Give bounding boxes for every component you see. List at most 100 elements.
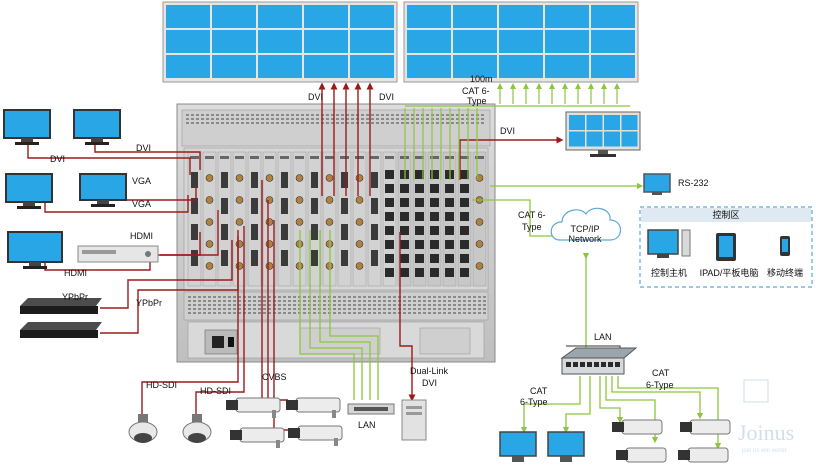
vent-hole (366, 122, 369, 124)
vent-hole (241, 114, 244, 116)
vent-hole (216, 122, 219, 124)
ip-camera-2 (625, 447, 667, 463)
rj45-port (430, 240, 439, 249)
rj45-port (430, 212, 439, 221)
ypbpr-device-1 (20, 298, 102, 314)
bnc-port (475, 174, 484, 182)
camera-mount (334, 438, 338, 446)
vent-hole (228, 304, 231, 306)
vent-hole (436, 114, 439, 116)
vent-hole (361, 122, 364, 124)
switch-port (587, 362, 592, 367)
label-dvi-top-left: DVI (308, 92, 323, 102)
rj45-port (415, 268, 424, 277)
vent-hole (203, 296, 206, 298)
wall-tile (499, 5, 543, 28)
vent-hole (248, 308, 251, 310)
vent-hole (213, 308, 216, 310)
bnc-port (475, 262, 484, 270)
vent-hole (208, 300, 211, 302)
vent-hole (301, 114, 304, 116)
vent-hole (201, 122, 204, 124)
dvi-port (341, 198, 348, 214)
dvi-port (311, 250, 318, 266)
bnc-port (235, 174, 244, 182)
vent-hole (443, 304, 446, 306)
vent-hole (483, 312, 486, 314)
vent-hole (433, 304, 436, 306)
vent-hole (453, 304, 456, 306)
vent-hole (238, 296, 241, 298)
vent-hole (403, 312, 406, 314)
vent-hole (221, 122, 224, 124)
vent-hole (251, 114, 254, 116)
rj45-port (430, 198, 439, 207)
vent-hole (446, 118, 449, 120)
vent-hole (216, 114, 219, 116)
vent-hole (313, 300, 316, 302)
label-lan-bottom: LAN (358, 420, 376, 430)
vent-hole (416, 122, 419, 124)
card-label (385, 156, 394, 159)
bnc-port (205, 196, 214, 204)
vent-hole (238, 308, 241, 310)
switch-port (608, 362, 613, 367)
vent-hole (371, 114, 374, 116)
dvi-port (251, 172, 258, 188)
vent-hole (468, 296, 471, 298)
vent-hole (271, 118, 274, 120)
vent-hole (378, 296, 381, 298)
bnc-port (265, 262, 274, 270)
video-wall-right (403, 1, 639, 83)
vent-hole (268, 308, 271, 310)
vent-hole (373, 304, 376, 306)
vent-hole (241, 122, 244, 124)
vent-hole (301, 118, 304, 120)
vent-hole (188, 304, 191, 306)
vent-hole (411, 122, 414, 124)
vent-hole (323, 296, 326, 298)
card-label (220, 156, 229, 159)
ip-camera-1 (621, 419, 663, 435)
vent-hole (348, 304, 351, 306)
vent-hole (258, 304, 261, 306)
vent-hole (288, 312, 291, 314)
vent-hole (433, 300, 436, 302)
tablet-icon (716, 233, 736, 261)
vent-hole (481, 118, 484, 120)
display-tile (604, 131, 620, 147)
vent-hole (338, 308, 341, 310)
label-cat6-net-1: CAT 6- (518, 210, 546, 220)
vent-hole (413, 300, 416, 302)
rj45-port (415, 170, 424, 179)
vent-hole (313, 308, 316, 310)
vent-hole (316, 118, 319, 120)
vent-hole (441, 114, 444, 116)
vent-hole (368, 296, 371, 298)
rj45-port (415, 184, 424, 193)
vent-hole (368, 304, 371, 306)
rj45-port (415, 198, 424, 207)
vent-hole (283, 296, 286, 298)
label-lan-switch: LAN (594, 332, 612, 342)
phone-icon (780, 236, 790, 256)
vent-hole (436, 118, 439, 120)
bnc-port (325, 196, 334, 204)
vent-hole (473, 296, 476, 298)
bnc-port (295, 174, 304, 182)
vent-hole (406, 114, 409, 116)
monitor-stand (23, 202, 35, 206)
bnc-port (355, 174, 364, 182)
display-tile (569, 131, 585, 147)
dvi-port (191, 224, 198, 240)
vent-hole (301, 122, 304, 124)
card-label (265, 156, 274, 159)
label-dvi-left-1: DVI (50, 154, 65, 164)
vent-hole (478, 304, 481, 306)
control-zone (639, 206, 813, 288)
vent-hole (343, 312, 346, 314)
label-hdmi-2: HDMI (64, 268, 87, 278)
switch-port (573, 362, 578, 367)
label-cat6-net-2: Type (522, 222, 542, 232)
vent-hole (253, 296, 256, 298)
